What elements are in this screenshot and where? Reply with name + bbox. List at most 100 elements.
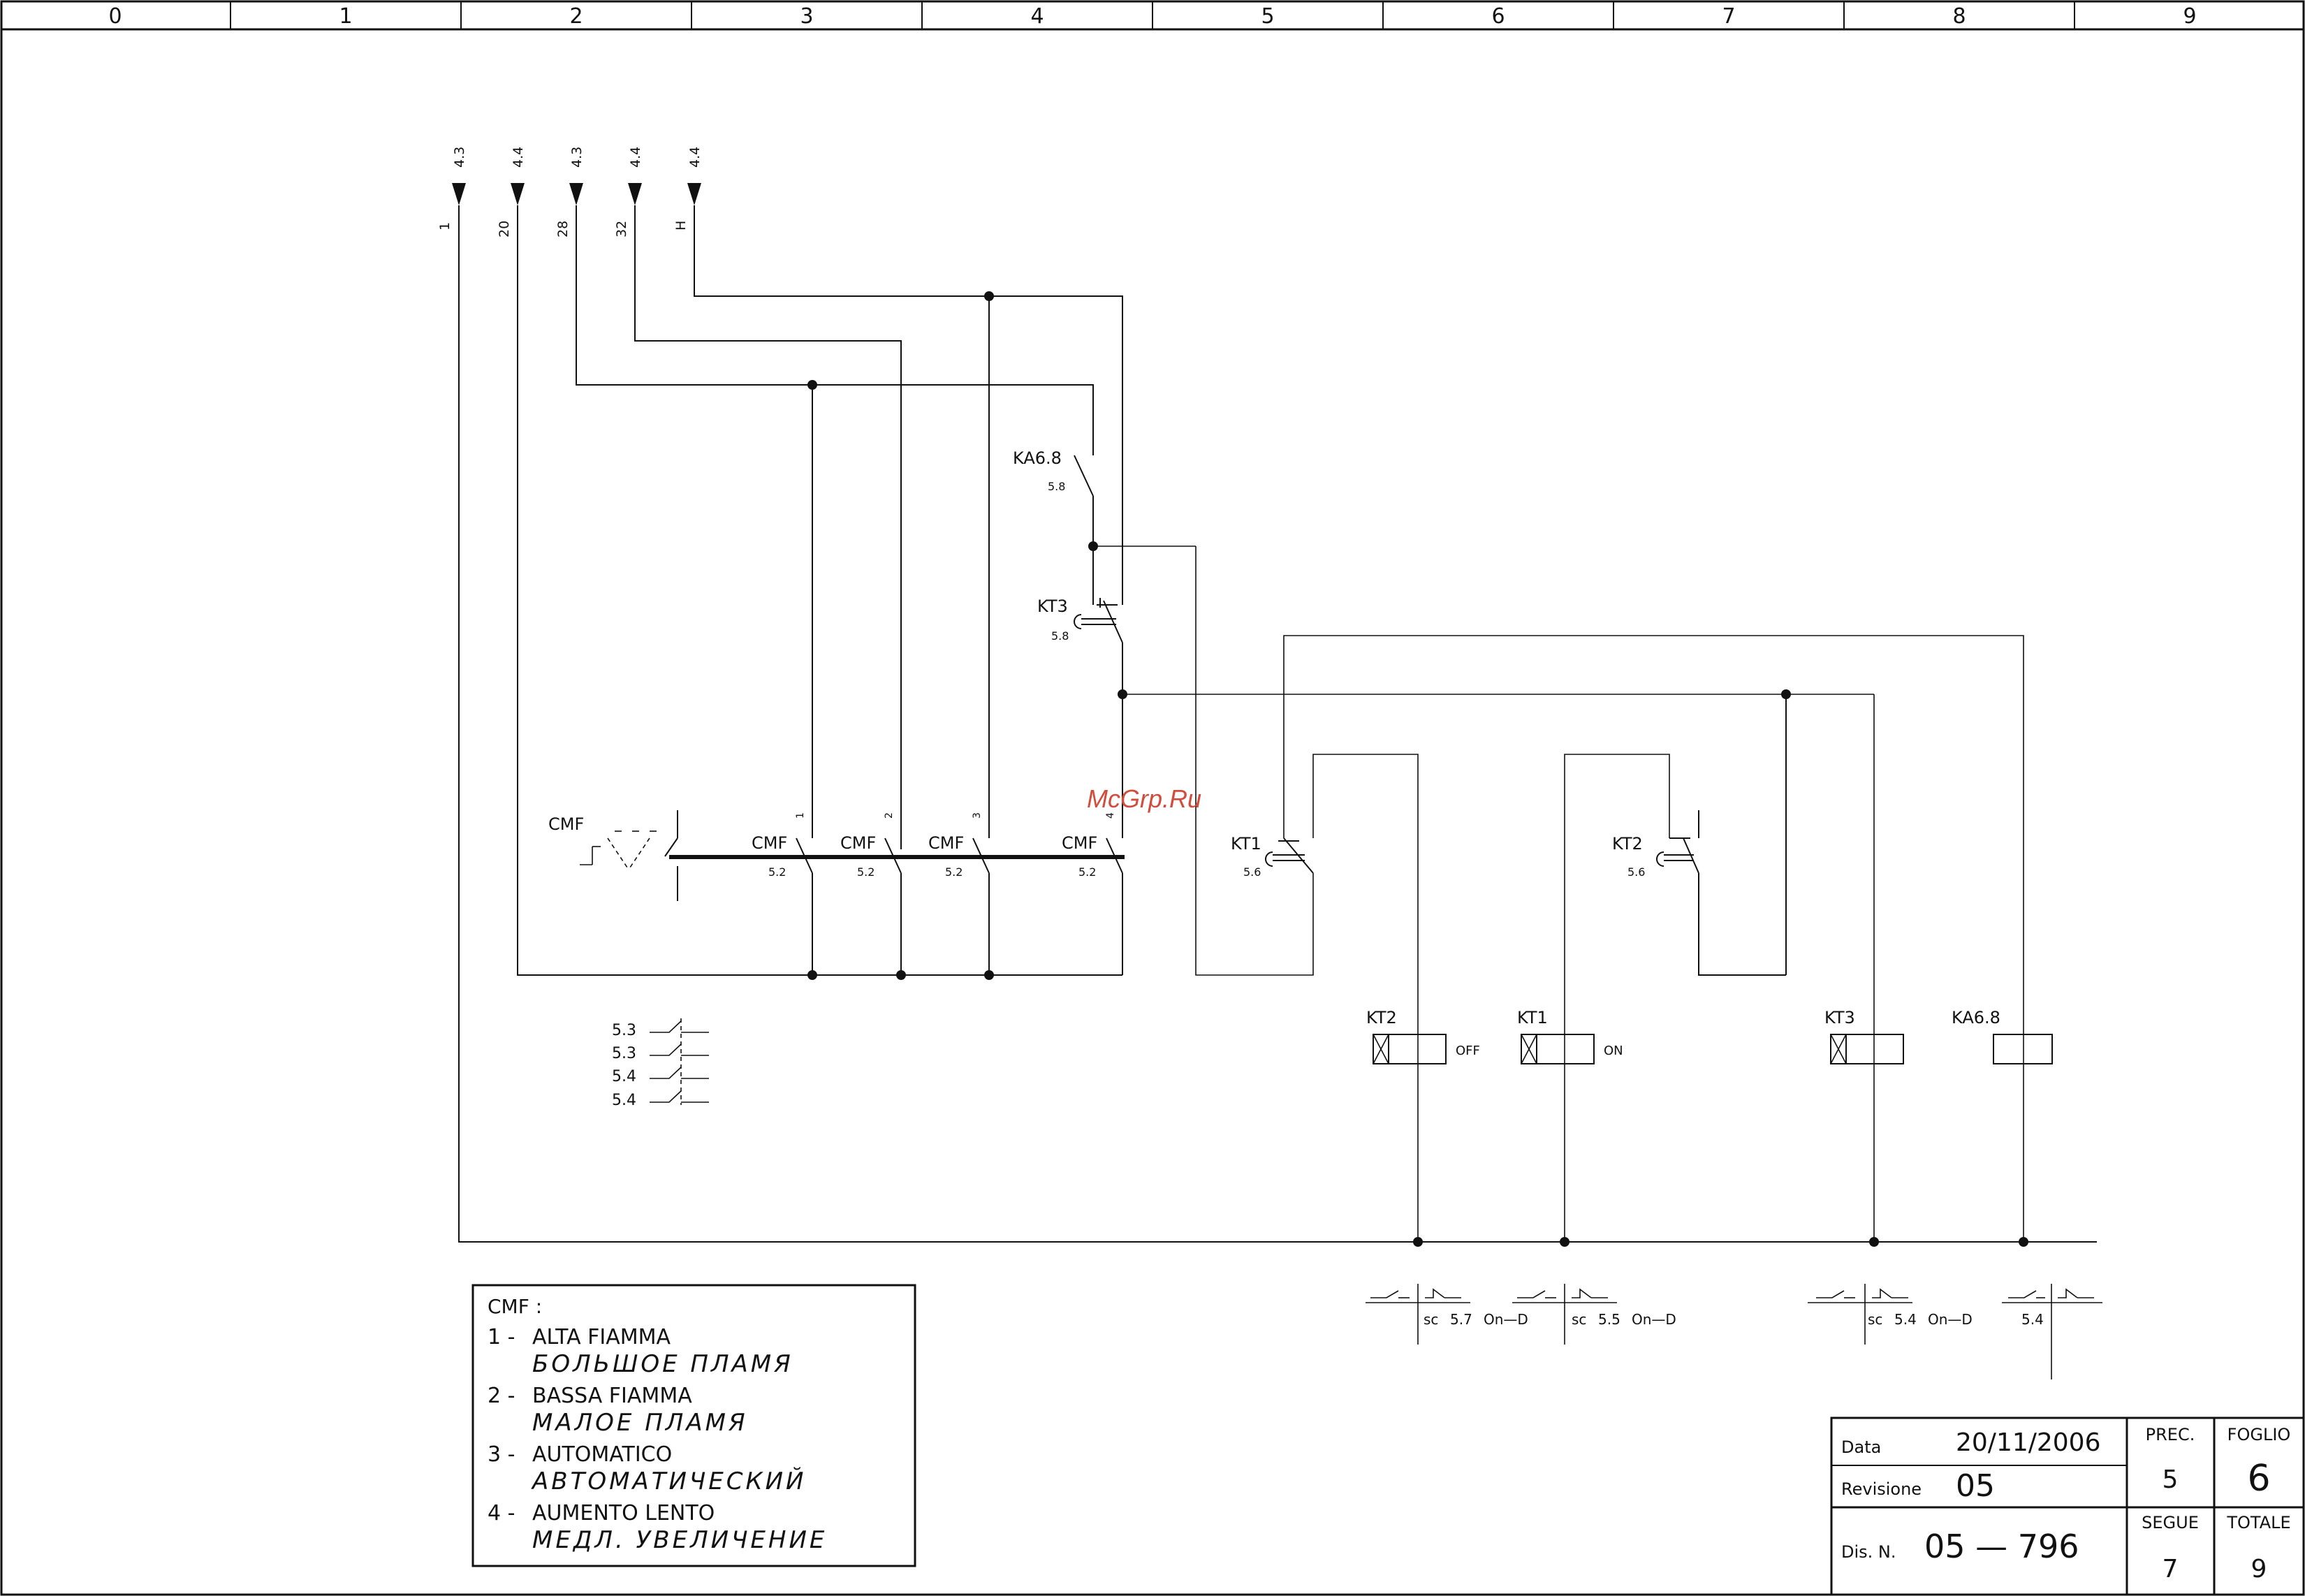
switch-position-ref: 5.2: [945, 865, 963, 879]
legend-item-italian: BASSA FIAMMA: [532, 1384, 692, 1408]
column-number: 1: [339, 4, 352, 29]
junctions: [807, 291, 2028, 1247]
coil-label: KA6.8: [1952, 1008, 2000, 1027]
foglio-label: FOGLIO: [2227, 1425, 2291, 1444]
coil-ref-mode: On—D: [1928, 1311, 1973, 1328]
contact-ref: 5.6: [1627, 865, 1645, 879]
title-block: Data 20/11/2006 Revisione 05 Dis. N. 05 …: [1830, 1416, 2305, 1596]
wire-number: 20: [497, 221, 512, 237]
prec-label: PREC.: [2146, 1425, 2195, 1444]
legend-item-number: 2 -: [488, 1384, 515, 1408]
wire-number: 1: [437, 222, 453, 230]
terminal-h: 4.4 H: [673, 147, 703, 230]
revisione-value: 05: [1956, 1468, 1995, 1504]
legend-item-russian: МЕДЛ. УВЕЛИЧЕНИЕ: [532, 1526, 827, 1554]
data-label: Data: [1841, 1437, 1881, 1457]
terminal-ref: 4.3: [569, 147, 585, 168]
contact-label: KT1: [1231, 834, 1261, 854]
switch-position-label: CMF: [840, 833, 876, 853]
legend-item-russian: АВТОМАТИЧЕСКИЙ: [531, 1467, 806, 1495]
wire-number: 28: [555, 221, 571, 237]
contact-label: KT3: [1037, 596, 1068, 616]
switch-position-label: CMF: [752, 833, 787, 853]
dis-value: 05 — 796: [1924, 1528, 2079, 1565]
coil-label: KT1: [1517, 1008, 1548, 1027]
contact-label: KA6.8: [1013, 448, 1062, 468]
terminal-ref: 4.4: [628, 147, 643, 168]
contact-kt2: KT2 5.6: [1612, 810, 1699, 879]
coil-ref-prefix: sc: [1424, 1311, 1438, 1328]
coil-kt3: KT3: [1824, 1008, 1904, 1064]
selector-switch-cmf: CMF CMF CMF CMF CMF 5.2 5.2 5.2 5.2 1 2 …: [548, 810, 1125, 901]
column-number: 2: [569, 4, 583, 29]
terminals: 4.3 1 4.4 20 4.3 28 4.4 32 4.4 H: [437, 147, 703, 237]
switch-ref: 5.4: [612, 1068, 636, 1085]
revisione-label: Revisione: [1841, 1479, 1922, 1499]
data-value: 20/11/2006: [1956, 1428, 2101, 1457]
legend-item-number: 3 -: [488, 1442, 515, 1467]
legend-item-italian: ALTA FIAMMA: [532, 1325, 671, 1349]
contact-ref: 5.8: [1048, 480, 1065, 493]
coil-ref-kt2: sc 5.7 On—D: [1366, 1284, 1528, 1345]
coil-ka68: KA6.8: [1952, 1008, 2053, 1064]
wire-number: 32: [614, 221, 629, 237]
column-number: 9: [2183, 4, 2196, 29]
legend-item-number: 1 -: [488, 1325, 515, 1349]
column-number: 6: [1491, 4, 1505, 29]
coil-note: ON: [1604, 1044, 1623, 1058]
terminal-ref: 4.3: [452, 147, 467, 168]
switch-position-ref: 5.2: [857, 865, 875, 879]
switch-ref: 5.3: [612, 1022, 636, 1039]
coil-note: OFF: [1456, 1044, 1480, 1058]
terminal-ref: 4.4: [511, 147, 526, 168]
coil-contact-refs: sc 5.7 On—D sc 5.5 On—D sc 5.4 On—D: [1366, 1284, 2102, 1379]
contact-kt3: KT3 5.8: [1037, 596, 1123, 643]
coil-kt1: KT1 ON: [1517, 1008, 1623, 1064]
coil-ref-kt3: sc 5.4 On—D: [1808, 1284, 1973, 1345]
coil-label: KT2: [1366, 1008, 1397, 1027]
wire-number: H: [673, 221, 689, 230]
wiring: [458, 205, 2097, 1243]
coil-kt2: KT2 OFF: [1366, 1008, 1480, 1064]
coil-ref-mode: On—D: [1484, 1311, 1528, 1328]
totale-label: TOTALE: [2226, 1513, 2290, 1532]
watermark: McGrp.Ru: [1087, 784, 1201, 813]
coil-ref-ka68: 5.4: [2002, 1284, 2102, 1379]
legend-item-italian: AUMENTO LENTO: [532, 1501, 715, 1525]
coil-ref-sheet: 5.4: [2021, 1311, 2044, 1328]
legend-title: CMF :: [488, 1295, 542, 1318]
legend-item-number: 4 -: [488, 1501, 515, 1525]
contact-ref: 5.8: [1051, 629, 1069, 643]
terminal-ref: 4.4: [687, 147, 703, 168]
switch-ref: 5.4: [612, 1092, 636, 1109]
switch-position-number: 1: [795, 812, 806, 819]
segue-value: 7: [2163, 1555, 2179, 1583]
switch-position-number: 4: [1105, 812, 1116, 819]
column-ruler: 0 1 2 3 4 5 6 7 8 9: [108, 4, 2196, 29]
column-number: 4: [1030, 4, 1044, 29]
coil-ref-prefix: sc: [1868, 1311, 1882, 1328]
coil-ref-prefix: sc: [1572, 1311, 1586, 1328]
legend-item-russian: МАЛОЕ ПЛАМЯ: [532, 1409, 748, 1437]
cmf-legend-box: CMF : 1 - ALTA FIAMMA БОЛЬШОЕ ПЛАМЯ 2 - …: [471, 1284, 916, 1567]
legend-item-russian: БОЛЬШОЕ ПЛАМЯ: [532, 1350, 793, 1378]
contact-kt1: KT1 5.6: [1231, 834, 1314, 879]
contact-ref: 5.6: [1243, 865, 1261, 879]
contact-ka68: KA6.8 5.8: [1013, 385, 1094, 497]
switch-position-number: 2: [884, 812, 895, 819]
switch-position-label: CMF: [928, 833, 964, 853]
column-number: 7: [1722, 4, 1735, 29]
column-number: 0: [108, 4, 122, 29]
segue-label: SEGUE: [2142, 1513, 2199, 1532]
column-number: 5: [1261, 4, 1274, 29]
terminal-1: 4.3 1: [437, 147, 467, 230]
contact-label: KT2: [1612, 834, 1643, 854]
coil-ref-sheet: 5.4: [1894, 1311, 1917, 1328]
coil-ref-sheet: 5.7: [1450, 1311, 1472, 1328]
switch-position-label: CMF: [1062, 833, 1097, 853]
switch-position-ref: 5.2: [1078, 865, 1096, 879]
switch-position-number: 3: [972, 812, 983, 819]
terminal-32: 4.4 32: [614, 147, 643, 237]
